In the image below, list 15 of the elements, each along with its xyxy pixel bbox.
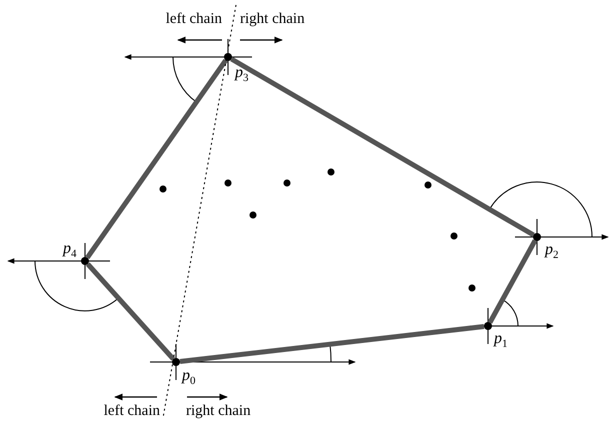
chain-label: left chain bbox=[104, 403, 160, 419]
chain-label: left chain bbox=[166, 11, 222, 27]
hull-edge bbox=[180, 324, 484, 364]
chain-label: right chain bbox=[186, 403, 251, 419]
hull-edge bbox=[85, 58, 228, 260]
dividing-line bbox=[162, 4, 236, 418]
chain-label: right chain bbox=[240, 11, 305, 27]
point-label: p$_{0}$ bbox=[182, 368, 196, 390]
point-label: p$_{3}$ bbox=[235, 65, 248, 86]
hull-edge bbox=[86, 262, 176, 361]
point-label: p$_{4}$ bbox=[63, 241, 76, 262]
point-label: p$_{2}$ bbox=[545, 242, 558, 264]
hull-edge bbox=[230, 56, 535, 238]
hull-edge bbox=[488, 239, 538, 324]
point-label: p$_{1}$ bbox=[494, 331, 508, 352]
